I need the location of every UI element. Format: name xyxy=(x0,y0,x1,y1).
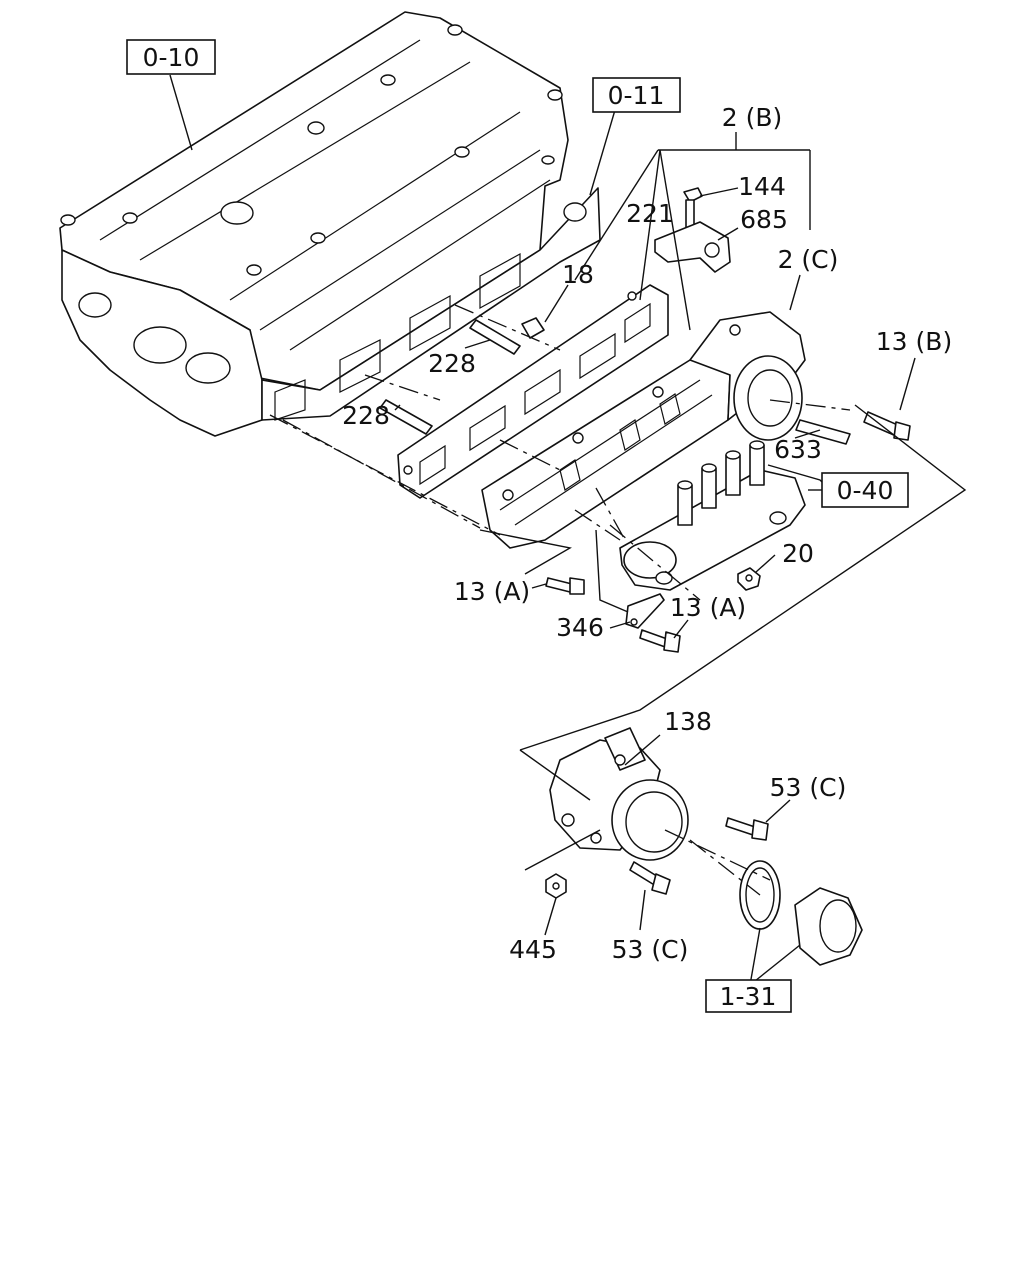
part-label-445: 445 xyxy=(509,935,557,964)
part-label-685: 685 xyxy=(740,205,788,234)
manifold-gasket xyxy=(397,284,669,499)
part-label-144: 144 xyxy=(738,172,786,201)
bolt-53c-lower xyxy=(629,861,671,895)
bolt-13a-right xyxy=(639,629,681,653)
part-label-53c-lower: 53 (C) xyxy=(612,935,689,964)
part-label-13b: 13 (B) xyxy=(876,327,952,356)
part-label-13a-left: 13 (A) xyxy=(454,577,530,606)
ref-label-0-11: 0-11 xyxy=(608,81,665,110)
bracket-685 xyxy=(654,221,731,273)
leader-lines xyxy=(169,74,967,986)
part-label-346: 346 xyxy=(556,613,604,642)
ref-box-0-10[interactable]: 0-10 xyxy=(126,39,216,75)
nut-445 xyxy=(545,873,567,899)
ref-box-0-11[interactable]: 0-11 xyxy=(592,77,681,113)
bolt-53c-right xyxy=(725,817,769,841)
part-label-228-upper: 228 xyxy=(428,349,476,378)
stud-633 xyxy=(795,419,851,445)
part-label-633: 633 xyxy=(774,435,822,464)
ref-box-0-40[interactable]: 0-40 xyxy=(821,472,909,508)
part-label-138: 138 xyxy=(664,707,712,736)
part-label-2b: 2 (B) xyxy=(722,103,783,132)
intake-manifold xyxy=(481,311,806,549)
part-label-53c-right: 53 (C) xyxy=(770,773,847,802)
alignment-lines xyxy=(269,304,851,896)
part-label-2c: 2 (C) xyxy=(778,245,839,274)
part-label-18: 18 xyxy=(562,260,594,289)
part-labels: 2 (B) 144 221 685 2 (C) 18 13 (B) 228 22… xyxy=(342,103,952,964)
ref-box-1-31[interactable]: 1-31 xyxy=(705,979,792,1013)
clip-346 xyxy=(625,593,665,629)
throttle-body xyxy=(549,727,689,861)
nut-20 xyxy=(737,567,761,591)
bolt-13b xyxy=(863,411,911,441)
bolt-13a-left xyxy=(545,577,585,595)
intake-hose xyxy=(794,887,863,966)
ref-label-0-10: 0-10 xyxy=(143,43,200,72)
cylinder-head xyxy=(59,11,601,437)
bolt-18 xyxy=(521,317,545,339)
ref-label-1-31: 1-31 xyxy=(720,982,777,1011)
part-label-221: 221 xyxy=(626,199,674,228)
fuel-rail-block xyxy=(619,440,806,591)
part-label-13a-right: 13 (A) xyxy=(670,593,746,622)
part-label-20: 20 xyxy=(782,539,814,568)
part-label-228-lower: 228 xyxy=(342,401,390,430)
stud-228-upper xyxy=(469,319,521,355)
ref-label-0-40: 0-40 xyxy=(837,476,894,505)
stud-228-lower xyxy=(379,399,433,435)
